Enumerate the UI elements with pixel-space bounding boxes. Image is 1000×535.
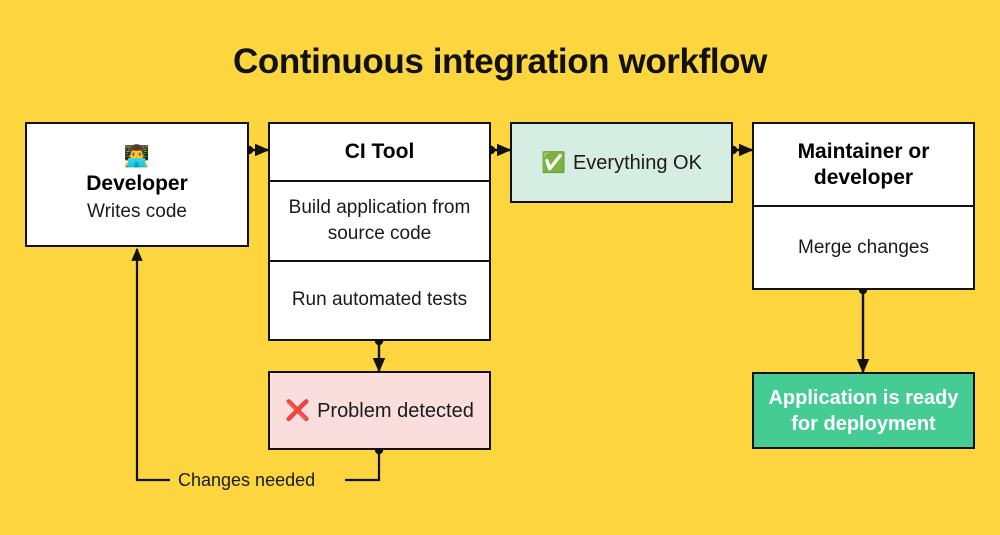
edge-maintainer-to-deployment-ready [856, 285, 870, 374]
ci-tool-header: CI Tool [344, 140, 415, 163]
node-ci-tool[interactable]: CI Tool Build application from source co… [268, 122, 491, 341]
node-maintainer[interactable]: Maintainer or developer Merge changes [752, 122, 975, 290]
page-title: Continuous integration workflow [233, 42, 767, 81]
developer-body: 👨‍💻 Developer Writes code [27, 124, 247, 245]
deployment-ready-label: Application is ready for deployment [768, 386, 959, 435]
ci-tool-step-test: Run automated tests [270, 259, 489, 340]
maintainer-action: Merge changes [754, 205, 973, 288]
edge-label-changes-needed: Changes needed [178, 470, 316, 490]
node-everything-ok[interactable]: ✅ Everything OK [510, 122, 733, 203]
developer-title: Developer [86, 171, 188, 195]
cross-mark-icon: ❌ [285, 399, 311, 422]
node-problem-detected[interactable]: ❌ Problem detected [268, 371, 491, 450]
node-developer[interactable]: 👨‍💻 Developer Writes code [25, 122, 249, 247]
node-deployment-ready[interactable]: Application is ready for deployment [752, 372, 975, 449]
edge-ci-tool-to-problem-detected [372, 336, 386, 373]
problem-detected-label: Problem detected [317, 399, 474, 422]
ci-tool-step-build: Build application from source code [270, 180, 489, 260]
maintainer-header: Maintainer or developer [797, 139, 930, 189]
everything-ok-label: Everything OK [572, 151, 702, 174]
developer-subtitle: Writes code [87, 200, 187, 222]
technologist-emoji: 👨‍💻 [123, 144, 151, 168]
check-mark-button-icon: ✅ [541, 151, 566, 174]
problem-detected-body: ❌ Problem detected [270, 373, 489, 448]
everything-ok-body: ✅ Everything OK [512, 124, 731, 201]
